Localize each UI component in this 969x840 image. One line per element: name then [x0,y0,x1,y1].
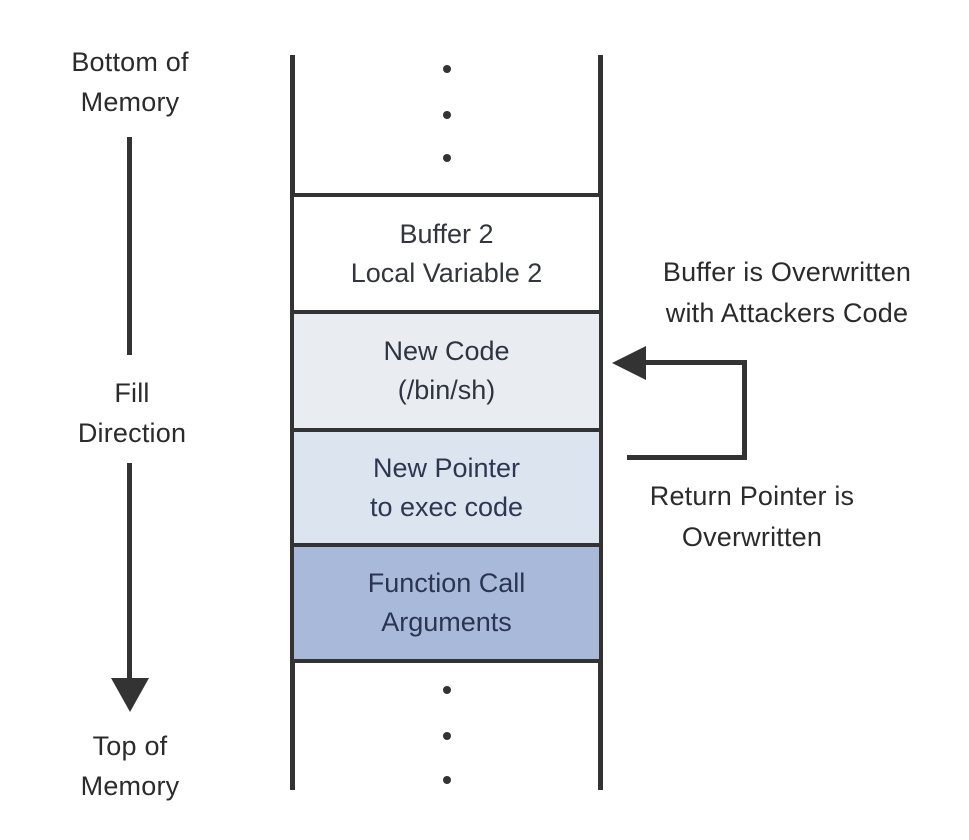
fill-direction-arrowhead-icon [111,678,149,712]
bottom-of-memory-label: Bottom of Memory [71,47,189,117]
overwrite-arrow-top-segment [642,360,747,365]
continuation-dot [443,776,451,784]
top-of-memory-label: Top of Memory [80,731,180,801]
continuation-dot [443,686,451,694]
continuation-dot [443,154,451,162]
continuation-dot [443,65,451,73]
stack-cell-buffer2: Buffer 2 Local Variable 2 [290,193,603,314]
continuation-dot [443,111,451,119]
continuation-dot [443,732,451,740]
stack-cell-function-args: Function Call Arguments [290,543,603,663]
fill-direction-line-lower [127,463,132,678]
overwrite-arrow-vertical-segment [742,360,747,460]
fill-direction-label: Fill Direction [77,378,187,448]
fill-direction-line-upper [127,137,132,355]
buffer-overwritten-annotation: Buffer is Overwritten with Attackers Cod… [662,257,912,328]
overwrite-arrowhead-icon [612,346,646,380]
overwrite-arrow-bottom-segment [627,455,747,460]
stack-cell-new-pointer: New Pointer to exec code [290,428,603,547]
stack-cell-new-code: New Code (/bin/sh) [290,310,603,432]
return-pointer-annotation: Return Pointer is Overwritten [649,481,855,552]
